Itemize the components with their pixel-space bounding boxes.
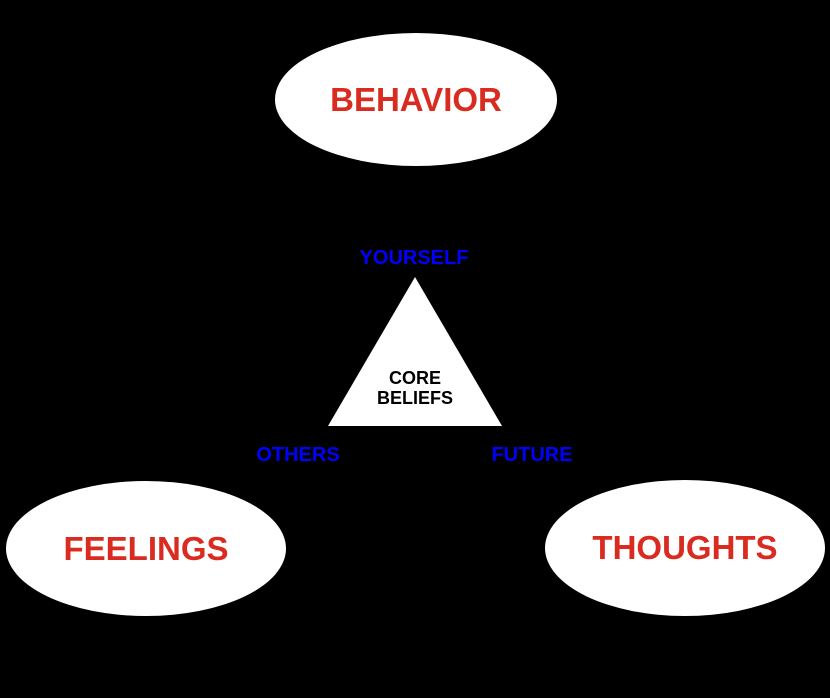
behavior-ellipse: BEHAVIOR xyxy=(275,33,557,166)
core-beliefs-triangle: CORE BELIEFS xyxy=(328,277,502,426)
thoughts-label: THOUGHTS xyxy=(592,529,778,566)
core-beliefs-line2: BELIEFS xyxy=(376,388,453,408)
feelings-ellipse: FEELINGS xyxy=(6,481,286,616)
thoughts-ellipse: THOUGHTS xyxy=(545,480,825,616)
feelings-label: FEELINGS xyxy=(63,529,229,567)
behavior-label: BEHAVIOR xyxy=(330,80,502,118)
core-beliefs-line1: CORE xyxy=(388,368,441,388)
yourself-label: YOURSELF xyxy=(359,247,469,269)
others-label: OTHERS xyxy=(256,444,340,466)
future-label: FUTURE xyxy=(491,444,573,466)
